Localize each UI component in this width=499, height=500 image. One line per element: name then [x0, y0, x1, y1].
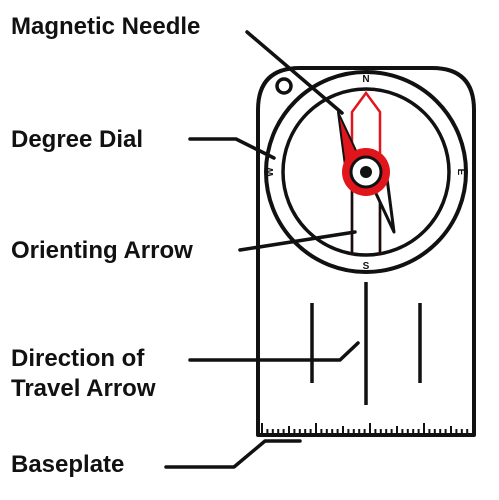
- label-direction-line2: Travel Arrow: [11, 375, 156, 402]
- leader-direction-travel: [188, 341, 360, 362]
- cardinal-south: S: [363, 261, 370, 272]
- direction-of-travel-lines: [310, 282, 422, 405]
- label-magnetic-needle: Magnetic Needle: [11, 13, 200, 40]
- label-orienting-arrow: Orienting Arrow: [11, 237, 193, 264]
- cardinal-north: N: [362, 74, 369, 85]
- label-degree-dial: Degree Dial: [11, 126, 143, 153]
- leader-degree-dial: [188, 137, 276, 160]
- leader-baseplate: [164, 439, 302, 469]
- leader-orienting-arrow: [238, 230, 357, 252]
- ruler-ticks: [261, 423, 469, 435]
- label-direction-line1: Direction of: [11, 345, 145, 372]
- leader-magnetic-needle: [245, 30, 344, 115]
- needle-hub-pivot: [360, 166, 372, 178]
- cardinal-east: E: [455, 169, 466, 176]
- label-baseplate: Baseplate: [11, 451, 124, 478]
- cardinal-west: W: [265, 167, 276, 177]
- lanyard-hole: [275, 77, 293, 95]
- leader-lines: [164, 30, 360, 469]
